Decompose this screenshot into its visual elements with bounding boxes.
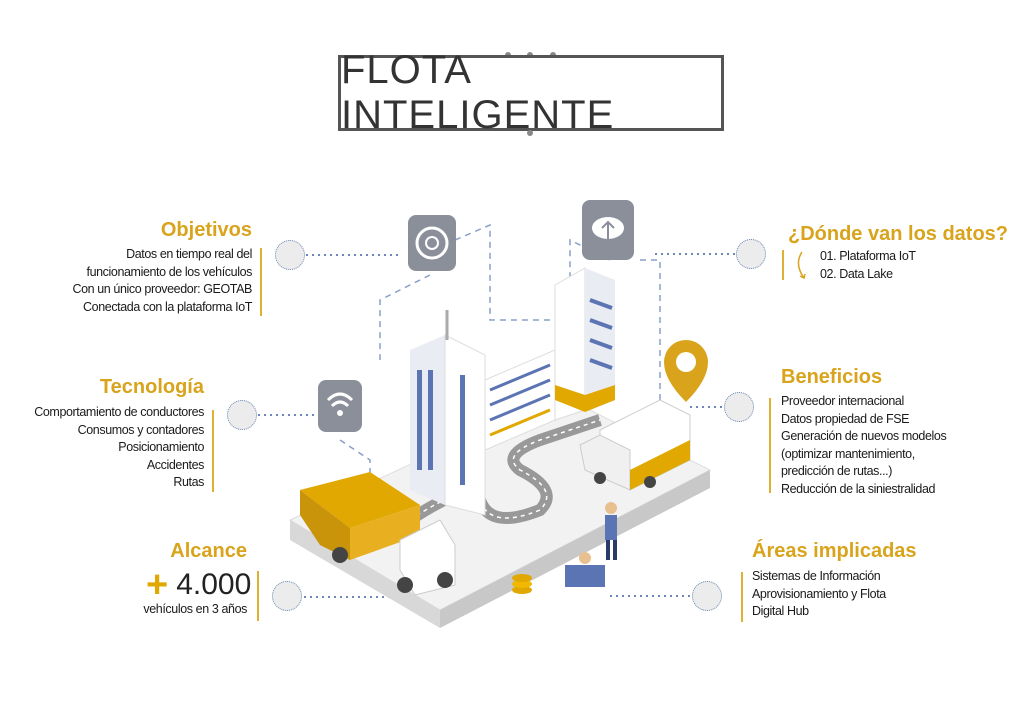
list-item: Sistemas de Información bbox=[752, 569, 881, 583]
divider bbox=[260, 248, 262, 316]
list-item: funcionamiento de los vehículos bbox=[86, 264, 253, 279]
beneficios-heading: Beneficios bbox=[781, 366, 883, 388]
tecnologia-heading: Tecnología bbox=[99, 376, 204, 398]
tecnologia-list: Comportamiento de conductores Consumos y… bbox=[34, 404, 204, 492]
list-item: Conectada con la plataforma IoT bbox=[83, 299, 252, 314]
person bbox=[605, 502, 617, 560]
connector-circle bbox=[275, 240, 305, 270]
connector-circle bbox=[272, 581, 302, 611]
alcance-value: 4.000 bbox=[176, 568, 252, 601]
connector-circle bbox=[692, 581, 722, 611]
list-item: Con un único proveedor: GEOTAB bbox=[72, 282, 252, 297]
list-item: Rutas bbox=[173, 475, 204, 490]
target-icon bbox=[408, 215, 456, 271]
curved-arrow-icon bbox=[797, 251, 806, 280]
alcance-heading: Alcance bbox=[170, 540, 247, 562]
list-item: Proveedor internacional bbox=[781, 394, 904, 408]
list-item: (optimizar mantenimiento, bbox=[781, 446, 915, 461]
coins-icon bbox=[512, 574, 532, 594]
list-item: Datos en tiempo real del bbox=[126, 247, 252, 261]
divider bbox=[769, 398, 771, 493]
divider bbox=[212, 410, 214, 492]
alcance-caption: vehículos en 3 años bbox=[143, 602, 247, 616]
dotted-connectors bbox=[258, 253, 736, 598]
list-item: Aprovisionamiento y Flota bbox=[752, 586, 886, 601]
divider bbox=[257, 571, 259, 621]
laptop-person bbox=[565, 552, 605, 587]
list-item: Reducción de la siniestralidad bbox=[781, 481, 936, 496]
connector-circle bbox=[227, 400, 257, 430]
objetivos-list: Datos en tiempo real del funcionamiento … bbox=[72, 246, 252, 316]
list-item: Digital Hub bbox=[752, 604, 809, 619]
divider bbox=[782, 250, 784, 280]
list-item: Comportamiento de conductores bbox=[34, 405, 204, 419]
areas-heading: Áreas implicadas bbox=[752, 540, 917, 562]
list-item: Datos propiedad de FSE bbox=[781, 411, 910, 426]
alcance-value-row: + 4.000 bbox=[146, 564, 252, 606]
cloud-upload-icon bbox=[582, 200, 634, 260]
areas-list: Sistemas de Información Aprovisionamient… bbox=[752, 568, 886, 621]
garbage-truck bbox=[300, 472, 456, 596]
list-item: 01. Plataforma IoT bbox=[820, 249, 916, 263]
plus-icon: + bbox=[146, 564, 169, 606]
wifi-icon bbox=[318, 380, 362, 432]
page-title: FLOTA INTELIGENTE bbox=[341, 48, 615, 137]
list-item: Generación de nuevos modelos bbox=[781, 429, 947, 444]
connector-circle bbox=[724, 392, 754, 422]
donde-list: 01. Plataforma IoT 02. Data Lake bbox=[820, 248, 916, 283]
van bbox=[579, 399, 691, 491]
connector-circle bbox=[736, 239, 766, 269]
list-item: Posicionamiento bbox=[118, 440, 204, 455]
objetivos-heading: Objetivos bbox=[160, 219, 252, 241]
title-dot bbox=[527, 130, 533, 136]
title-box: FLOTA INTELIGENTE bbox=[338, 48, 724, 137]
divider bbox=[741, 572, 743, 622]
beneficios-list: Proveedor internacional Datos propiedad … bbox=[781, 393, 947, 499]
list-item: predicción de rutas...) bbox=[781, 464, 892, 479]
list-item: Consumos y contadores bbox=[77, 422, 205, 437]
list-item: Accidentes bbox=[146, 457, 205, 472]
location-pin-icon bbox=[664, 340, 708, 402]
donde-heading: ¿Dónde van los datos? bbox=[788, 223, 1009, 245]
list-item: 02. Data Lake bbox=[820, 266, 893, 281]
